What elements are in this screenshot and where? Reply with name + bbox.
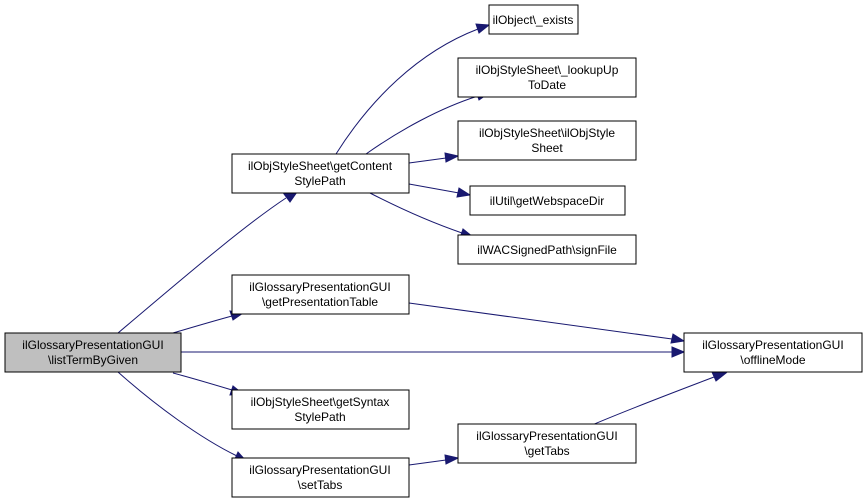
node-getContentStylePath[interactable]: ilObjStyleSheet\getContent StylePath <box>231 153 410 194</box>
node-setTabs-line-2: \setTabs <box>298 478 343 492</box>
edge-getTabs-to-offlineMode <box>591 371 728 426</box>
node-root-line-2: \listTermByGiven <box>48 353 138 367</box>
edge-getPresentationTable-to-offlineMode <box>408 302 686 344</box>
node-getPresentationTable[interactable]: ilGlossaryPresentationGUI \getPresentati… <box>231 274 410 315</box>
node-offlineMode-line-1: ilGlossaryPresentationGUI <box>702 338 843 352</box>
node-root-line-1: ilGlossaryPresentationGUI <box>22 338 163 352</box>
node-lookupUpToDate-line-2: ToDate <box>528 78 566 92</box>
edge-getContentStylePath-to-exists <box>335 23 491 155</box>
edge-getContentStylePath-to-signFile <box>367 191 475 239</box>
node-getTabs-line-1: ilGlossaryPresentationGUI <box>476 429 617 443</box>
node-offlineMode[interactable]: ilGlossaryPresentationGUI \offlineMode <box>683 332 863 373</box>
node-exists-line-1: ilObject\_exists <box>493 13 574 27</box>
node-lookupUpToDate-line-1: ilObjStyleSheet\_lookupUp <box>476 63 619 77</box>
edge-getContentStylePath-to-getWebspaceDir <box>408 183 472 198</box>
node-getContentStylePath-line-2: StylePath <box>294 174 345 188</box>
node-getWebspaceDir-line-1: ilUtil\getWebspaceDir <box>490 194 605 208</box>
node-signFile-line-1: ilWACSignedPath\signFile <box>477 243 617 257</box>
edge-root-to-offlineMode <box>181 346 686 358</box>
edge-getContentStylePath-to-ilObjStyleSheet <box>408 152 460 164</box>
node-getSyntaxStylePath-line-2: StylePath <box>294 410 345 424</box>
edge-setTabs-to-getTabs <box>408 454 460 466</box>
edge-root-to-setTabs <box>117 371 249 463</box>
node-getPresentationTable-line-2: \getPresentationTable <box>262 295 378 309</box>
node-getContentStylePath-line-1: ilObjStyleSheet\getContent <box>248 159 393 173</box>
node-getTabs-line-2: \getTabs <box>524 444 569 458</box>
node-setTabs-line-1: ilGlossaryPresentationGUI <box>249 463 390 477</box>
node-getPresentationTable-line-1: ilGlossaryPresentationGUI <box>249 280 390 294</box>
node-ilObjStyleSheet[interactable]: ilObjStyleSheet\ilObjStyle Sheet <box>457 120 637 161</box>
node-signFile[interactable]: ilWACSignedPath\signFile <box>457 234 637 265</box>
node-ilObjStyleSheet-line-2: Sheet <box>531 141 563 155</box>
node-setTabs[interactable]: ilGlossaryPresentationGUI \setTabs <box>231 457 410 498</box>
node-getSyntaxStylePath-line-1: ilObjStyleSheet\getSyntax <box>251 395 390 409</box>
node-getTabs[interactable]: ilGlossaryPresentationGUI \getTabs <box>457 423 637 464</box>
node-ilObjStyleSheet-line-1: ilObjStyleSheet\ilObjStyle <box>479 126 615 140</box>
node-lookupUpToDate[interactable]: ilObjStyleSheet\_lookupUp ToDate <box>457 57 637 98</box>
node-exists[interactable]: ilObject\_exists <box>488 4 579 35</box>
node-getSyntaxStylePath[interactable]: ilObjStyleSheet\getSyntax StylePath <box>231 389 410 430</box>
node-getWebspaceDir[interactable]: ilUtil\getWebspaceDir <box>469 185 626 216</box>
node-root[interactable]: ilGlossaryPresentationGUI \listTermByGiv… <box>4 332 182 373</box>
node-offlineMode-line-2: \offlineMode <box>740 353 805 367</box>
